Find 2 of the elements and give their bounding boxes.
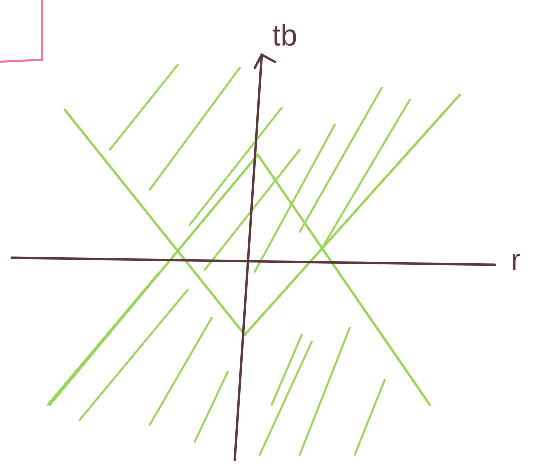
axis-label: tb: [272, 24, 296, 46]
axis-label: r: [513, 254, 520, 270]
